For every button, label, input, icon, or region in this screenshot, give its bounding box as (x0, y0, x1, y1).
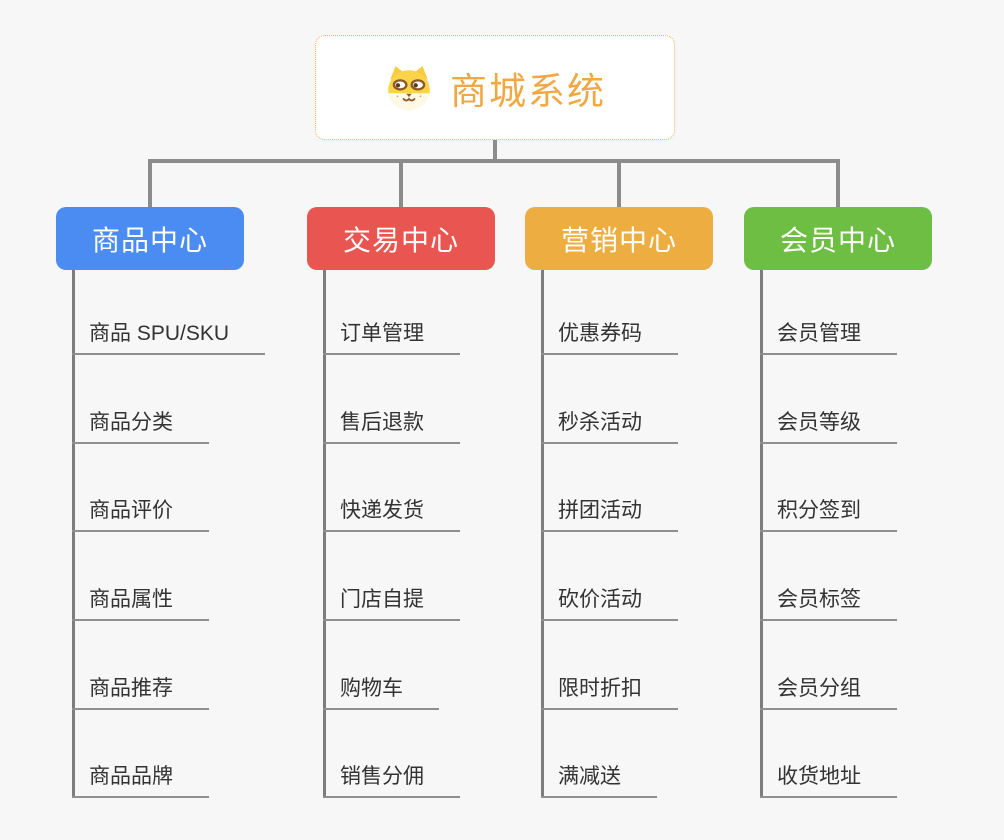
branch-column-member: 会员中心 会员管理 会员等级 积分签到 会员标签 会员分组 收货地址 (744, 207, 994, 799)
branch-leaves: 优惠券码 秒杀活动 拼团活动 砍价活动 限时折扣 满减送 (541, 270, 775, 799)
branch-label: 营销中心 (560, 224, 677, 256)
branch-node-trade-center[interactable]: 交易中心 (307, 207, 495, 270)
leaf-node: 会员分组 (760, 621, 994, 710)
leaf-node-label[interactable]: 限时折扣 (541, 672, 678, 710)
branch-node-product-center[interactable]: 商品中心 (56, 207, 244, 270)
leaf-node-label[interactable]: 购物车 (323, 672, 439, 710)
branch-trunk-line (541, 270, 544, 798)
leaf-node: 商品评价 (72, 444, 306, 533)
leaf-node: 限时折扣 (541, 621, 775, 710)
leaf-node: 拼团活动 (541, 444, 775, 533)
leaf-node-label[interactable]: 订单管理 (323, 317, 460, 355)
leaf-node: 优惠券码 (541, 270, 775, 355)
leaf-node: 砍价活动 (541, 532, 775, 622)
leaf-node: 会员标签 (760, 532, 994, 622)
leaf-node: 商品分类 (72, 355, 306, 444)
leaf-node: 快递发货 (323, 444, 557, 533)
leaf-node: 收货地址 (760, 710, 994, 799)
leaf-node-label[interactable]: 会员标签 (760, 583, 897, 622)
leaf-node-label[interactable]: 快递发货 (323, 494, 460, 533)
branch-label: 商品中心 (91, 224, 208, 256)
branch-column-marketing: 营销中心 优惠券码 秒杀活动 拼团活动 砍价活动 限时折扣 满减送 (525, 207, 775, 799)
leaf-node-label[interactable]: 商品品牌 (72, 760, 209, 799)
connector-horizontal-bus (148, 159, 840, 163)
leaf-node-label[interactable]: 收货地址 (760, 760, 897, 799)
leaf-node-label[interactable]: 售后退款 (323, 406, 460, 444)
leaf-node: 商品品牌 (72, 710, 306, 799)
leaf-node: 订单管理 (323, 270, 557, 355)
leaf-node: 售后退款 (323, 355, 557, 444)
leaf-node-label[interactable]: 会员等级 (760, 406, 897, 444)
branch-trunk-line (72, 270, 75, 798)
leaf-node-label[interactable]: 砍价活动 (541, 583, 678, 622)
leaf-node: 商品推荐 (72, 621, 306, 710)
connector-drop-trade (399, 159, 403, 207)
root-node-mall-system[interactable]: 商城系统 (315, 35, 675, 140)
leaf-node: 秒杀活动 (541, 355, 775, 444)
branch-leaves: 商品 SPU/SKU 商品分类 商品评价 商品属性 商品推荐 商品品牌 (72, 270, 306, 799)
branch-trunk-line (323, 270, 326, 798)
leaf-node: 购物车 (323, 621, 557, 710)
leaf-node: 会员管理 (760, 270, 994, 355)
root-node-title: 商城系统 (450, 70, 606, 112)
leaf-node: 商品 SPU/SKU (72, 270, 306, 355)
leaf-node: 满减送 (541, 710, 775, 799)
connector-drop-member (836, 159, 840, 207)
shiba-dog-icon (388, 65, 430, 110)
leaf-node-label[interactable]: 销售分佣 (323, 760, 460, 799)
connector-drop-marketing (617, 159, 621, 207)
leaf-node: 会员等级 (760, 355, 994, 444)
leaf-node: 积分签到 (760, 444, 994, 533)
leaf-node: 门店自提 (323, 532, 557, 622)
branch-node-marketing-center[interactable]: 营销中心 (525, 207, 713, 270)
connector-root-vertical (493, 140, 497, 163)
leaf-node-label[interactable]: 门店自提 (323, 583, 460, 622)
leaf-node-label[interactable]: 满减送 (541, 760, 657, 799)
branch-leaves: 会员管理 会员等级 积分签到 会员标签 会员分组 收货地址 (760, 270, 994, 799)
leaf-node-label[interactable]: 商品 SPU/SKU (72, 317, 266, 355)
leaf-node-label[interactable]: 商品分类 (72, 406, 209, 444)
branch-node-member-center[interactable]: 会员中心 (744, 207, 932, 270)
connector-drop-product (148, 159, 152, 207)
branch-column-product: 商品中心 商品 SPU/SKU 商品分类 商品评价 商品属性 商品推荐 商品品牌 (56, 207, 306, 799)
leaf-node-label[interactable]: 会员分组 (760, 672, 897, 710)
leaf-node-label[interactable]: 商品评价 (72, 494, 209, 533)
branch-label: 会员中心 (779, 224, 896, 256)
leaf-node: 商品属性 (72, 532, 306, 622)
leaf-node-label[interactable]: 优惠券码 (541, 317, 678, 355)
leaf-node-label[interactable]: 会员管理 (760, 317, 897, 355)
branch-trunk-line (760, 270, 763, 798)
leaf-node-label[interactable]: 拼团活动 (541, 494, 678, 533)
leaf-node-label[interactable]: 秒杀活动 (541, 406, 678, 444)
leaf-node-label[interactable]: 商品属性 (72, 583, 209, 622)
leaf-node-label[interactable]: 商品推荐 (72, 672, 209, 710)
branch-column-trade: 交易中心 订单管理 售后退款 快递发货 门店自提 购物车 销售分佣 (307, 207, 557, 799)
branch-leaves: 订单管理 售后退款 快递发货 门店自提 购物车 销售分佣 (323, 270, 557, 799)
branch-label: 交易中心 (342, 224, 459, 256)
leaf-node-label[interactable]: 积分签到 (760, 494, 897, 533)
leaf-node: 销售分佣 (323, 710, 557, 799)
